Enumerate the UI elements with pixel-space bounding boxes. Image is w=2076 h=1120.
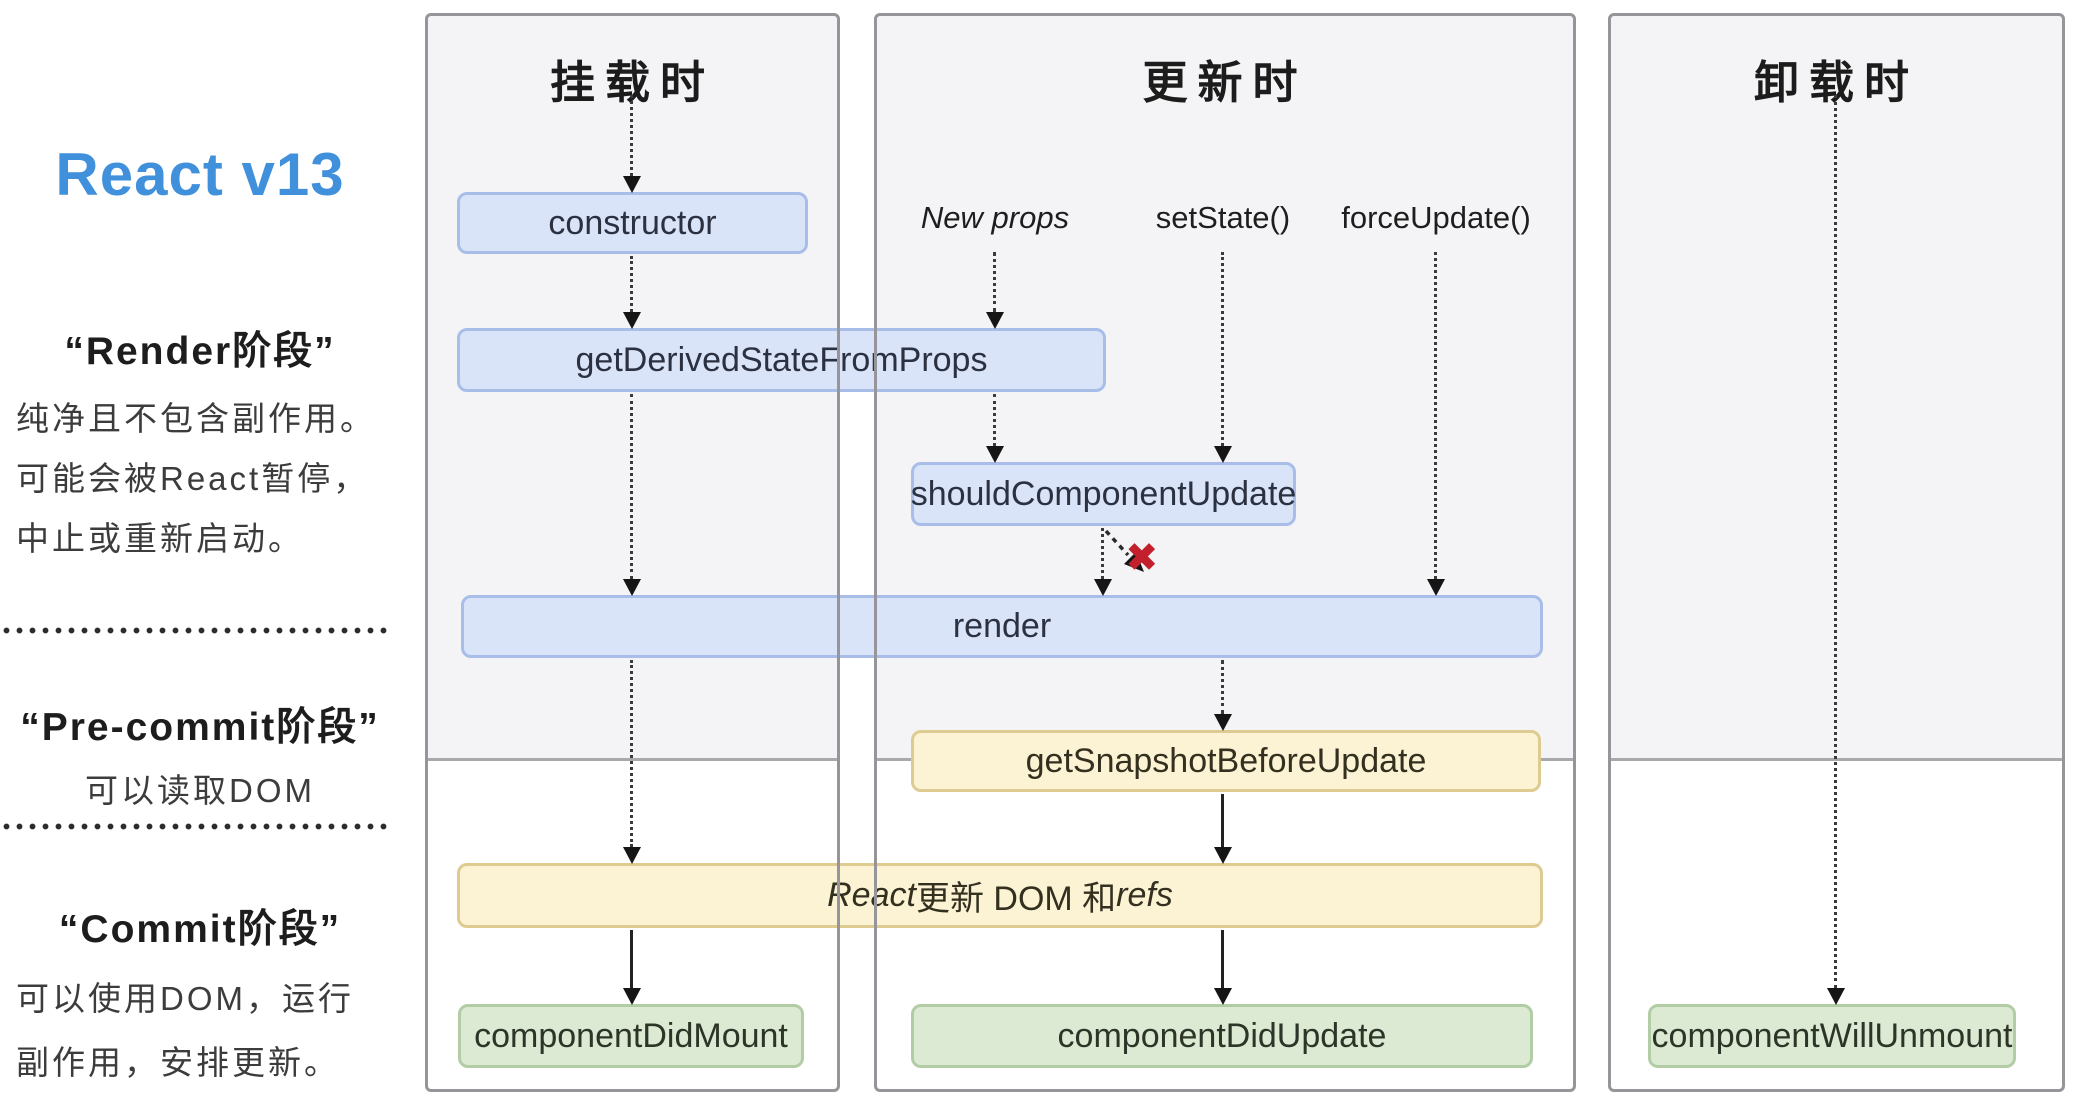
dotted-divider — [0, 626, 388, 635]
trigger-new-props: New props — [920, 200, 1070, 235]
section-line: 副作用，安排更新。 — [16, 1044, 340, 1081]
arrowhead — [986, 446, 1004, 463]
lifecycle-box-get-derived-state-from-props: getDerivedStateFromProps — [457, 328, 1106, 392]
arrowhead — [623, 988, 641, 1005]
dotted-divider — [0, 822, 388, 831]
flow-arrow — [630, 394, 633, 579]
flow-arrow — [630, 660, 633, 847]
lifecycle-box-render: render — [461, 595, 1543, 658]
flow-arrow — [1221, 930, 1224, 988]
flow-arrow — [993, 252, 996, 312]
arrowhead — [623, 312, 641, 329]
flow-arrow — [1221, 660, 1224, 714]
arrowhead — [1214, 714, 1232, 731]
page-title: React v13 — [55, 141, 345, 208]
trigger-set-state: setState() — [1155, 200, 1291, 235]
react-updates-dom-post: refs — [1116, 876, 1173, 914]
column-updating — [874, 13, 1576, 1092]
section-line: 纯净且不包含副作用。 — [16, 400, 376, 437]
lifecycle-box-component-did-mount: componentDidMount — [458, 1004, 804, 1068]
flow-arrow — [630, 95, 633, 176]
column-header-unmounting: 卸载时 — [1753, 57, 1919, 108]
trigger-force-update: forceUpdate() — [1341, 200, 1531, 235]
flow-arrow — [1221, 794, 1224, 847]
flow-arrow — [630, 930, 633, 988]
flow-arrow — [1434, 252, 1437, 579]
lifecycle-box-should-component-update: shouldComponentUpdate — [911, 462, 1296, 526]
flow-arrow — [630, 256, 633, 312]
section-heading-commit-phase: “Commit阶段” — [58, 908, 342, 951]
lifecycle-box-component-did-update: componentDidUpdate — [911, 1004, 1533, 1068]
arrowhead — [623, 579, 641, 596]
section-heading-precommit-phase: “Pre-commit阶段” — [20, 706, 380, 749]
column-header-updating: 更新时 — [1142, 57, 1308, 108]
section-line: 可能会被React暂停， — [16, 460, 370, 497]
arrowhead — [1427, 579, 1445, 596]
arrowhead — [1214, 988, 1232, 1005]
skip-branch-arrow — [1104, 529, 1144, 572]
sidebar: React v13 “Render阶段” 纯净且不包含副作用。 可能会被Reac… — [0, 0, 400, 1120]
lifecycle-box-get-snapshot-before-update: getSnapshotBeforeUpdate — [911, 730, 1541, 792]
flow-arrow — [1101, 528, 1104, 579]
section-line: 中止或重新启动。 — [16, 520, 304, 557]
lifecycle-box-constructor: constructor — [457, 192, 808, 254]
cancel-x-icon: ✖ — [1125, 536, 1159, 580]
section-line: 可以使用DOM，运行 — [16, 980, 354, 1017]
arrowhead — [623, 847, 641, 864]
react-updates-dom-pre: React — [827, 876, 916, 914]
react-updates-dom-mid: 更新 DOM 和 — [915, 880, 1117, 918]
section-line: 可以读取DOM — [85, 772, 315, 809]
arrowhead — [1827, 988, 1845, 1005]
lifecycle-box-component-will-unmount: componentWillUnmount — [1648, 1004, 2016, 1068]
column-header-mounting: 挂载时 — [549, 57, 715, 108]
arrowhead — [1094, 579, 1112, 596]
flow-arrow — [993, 394, 996, 446]
flow-arrow — [1221, 252, 1224, 446]
arrowhead — [1214, 847, 1232, 864]
flow-arrow — [1834, 95, 1837, 988]
arrowhead — [1214, 446, 1232, 463]
section-heading-render-phase: “Render阶段” — [64, 330, 336, 373]
arrowhead — [623, 176, 641, 193]
arrowhead — [986, 312, 1004, 329]
